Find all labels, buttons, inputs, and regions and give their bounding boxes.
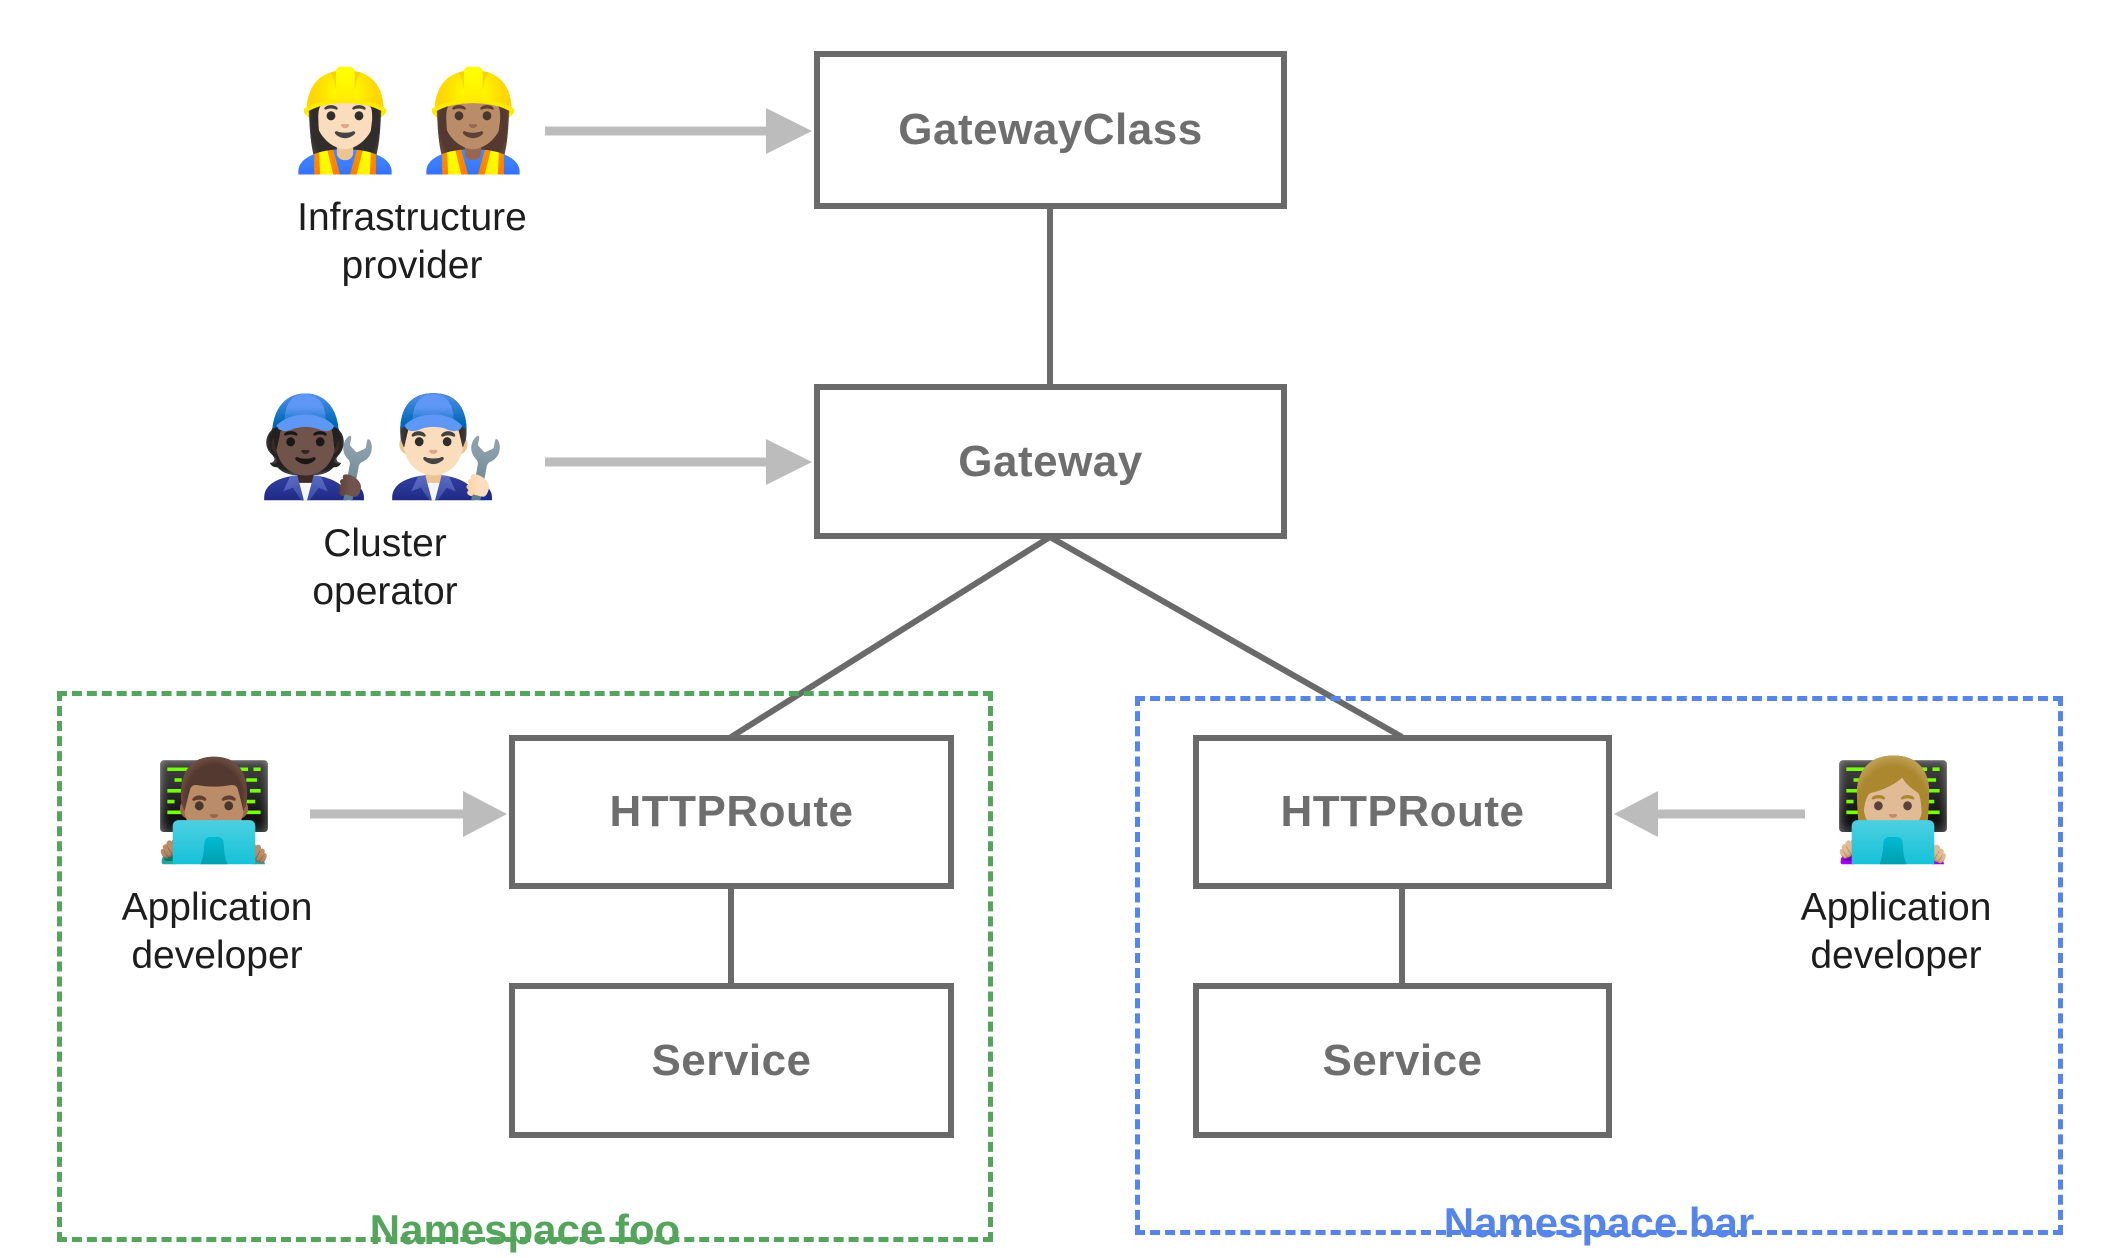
namespace-foo-boundary: Namespace foo	[57, 691, 993, 1251]
namespace-bar-boundary: Namespace bar	[1135, 696, 2063, 1244]
gatewayclass-node: GatewayClass	[814, 51, 1287, 209]
httproute-bar-node: HTTPRoute	[1193, 735, 1612, 889]
app-developer-bar-persona: 👩🏼‍💻 Application developer	[1716, 752, 2076, 980]
gateway-node: Gateway	[814, 384, 1287, 539]
app-developer-foo-persona: 👨🏽‍💻 Application developer	[37, 752, 397, 980]
infrastructure-provider-persona: 👷🏻‍♀️👷🏽‍♀️ Infrastructure provider	[212, 62, 612, 290]
woman-technologist-emoji-icon: 👩🏼‍💻	[1831, 755, 1961, 865]
infrastructure-provider-label: Infrastructure provider	[297, 195, 527, 287]
mechanic-emojis-icon: 🧑🏿‍🔧👨🏻‍🔧	[256, 391, 514, 501]
woman-construction-worker-emojis-icon: 👷🏻‍♀️👷🏽‍♀️	[283, 65, 541, 175]
cluster-operator-persona: 🧑🏿‍🔧👨🏻‍🔧 Cluster operator	[185, 388, 585, 616]
cluster-operator-arrow-icon	[545, 439, 812, 485]
man-technologist-emoji-icon: 👨🏽‍💻	[152, 755, 282, 865]
namespace-foo-label: Namespace foo	[369, 1206, 681, 1253]
service-foo-node: Service	[509, 983, 954, 1138]
app-developer-foo-label: Application developer	[121, 885, 313, 977]
namespace-bar-label: Namespace bar	[1443, 1199, 1755, 1246]
app-developer-bar-label: Application developer	[1800, 885, 1992, 977]
cluster-operator-label: Cluster operator	[312, 521, 458, 613]
service-bar-node: Service	[1193, 983, 1612, 1138]
httproute-foo-node: HTTPRoute	[509, 735, 954, 889]
